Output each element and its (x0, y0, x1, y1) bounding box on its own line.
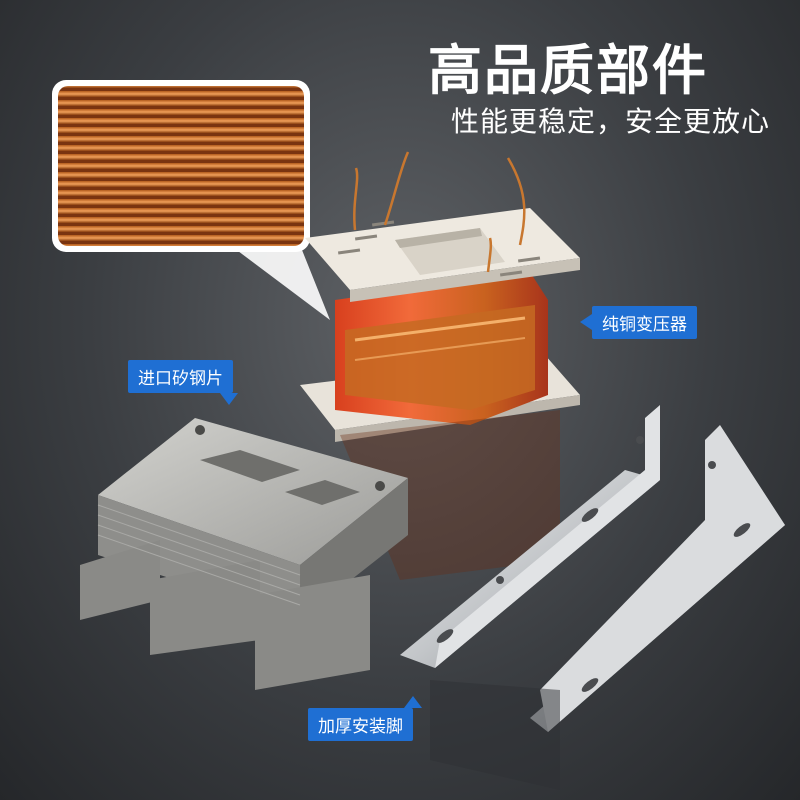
silicon-steel-laminations (80, 418, 408, 690)
label-mounting-feet: 加厚安装脚 (308, 696, 422, 741)
label-transformer: 纯铜变压器 (580, 306, 697, 339)
copper-wire-closeup (52, 80, 330, 320)
label-silicon-steel: 进口矽钢片 (128, 360, 238, 405)
mounting-feet-brackets (400, 405, 785, 790)
transformer-coil (300, 151, 580, 580)
subline: 性能更稳定，安全更放心 (450, 105, 770, 138)
headline: 高品质部件 (428, 39, 708, 102)
